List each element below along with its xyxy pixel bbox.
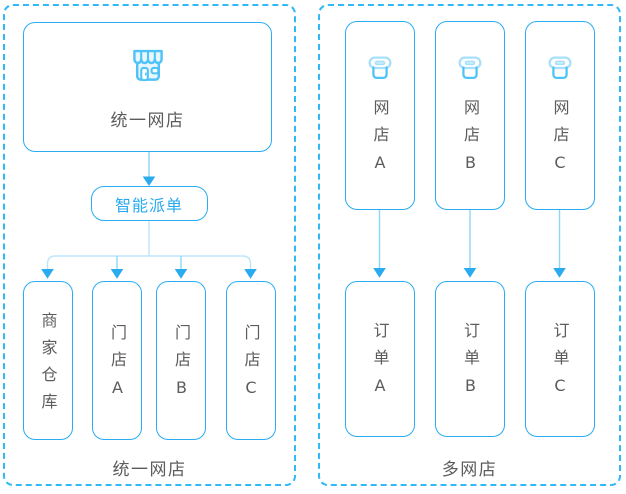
distributor-line (46, 255, 252, 270)
arrow-down-icon (174, 269, 188, 279)
store-c-label: 门店C (241, 323, 261, 408)
online-store-b-label: 网店B (461, 99, 480, 183)
smart-dispatch-label: 智能派单 (114, 195, 183, 215)
online-store-b-box: 网店B (435, 21, 505, 210)
store-a-label: 门店A (108, 323, 127, 408)
unified-store-label: 统一网店 (110, 110, 185, 131)
order-a-box: 订单A (344, 281, 415, 437)
arrow-down-icon (463, 268, 477, 278)
arrow-down-icon (244, 269, 257, 279)
store-b-box: 门店B (156, 281, 206, 440)
store-b-label: 门店B (172, 323, 191, 408)
arrow-down-icon (41, 269, 54, 279)
unified-store-panel: 统一网店 智能派单 商家仓库 门店A 门店B 门店C 统一网店 (3, 4, 296, 486)
online-store-a-label: 网店A (370, 99, 390, 183)
order-c-box: 订单C (524, 281, 595, 437)
arrow-down-icon (553, 268, 566, 278)
order-b-box: 订单B (435, 281, 505, 437)
shop-icon (453, 52, 487, 88)
storefront-icon (125, 44, 171, 93)
order-b-label: 订单B (461, 322, 480, 406)
merchant-warehouse-label: 商家仓库 (38, 311, 58, 420)
left-panel-caption: 统一网店 (112, 460, 187, 480)
online-store-a-box: 网店A (344, 21, 415, 210)
online-store-c-box: 网店C (524, 21, 595, 210)
shop-icon (363, 52, 397, 88)
arrow-down-icon (142, 176, 156, 186)
right-panel-caption: 多网店 (441, 460, 498, 480)
shop-icon (543, 52, 577, 88)
online-store-c-label: 网店C (550, 99, 570, 183)
merchant-warehouse-box: 商家仓库 (22, 281, 73, 440)
smart-dispatch-box: 智能派单 (90, 186, 208, 221)
order-c-label: 订单C (550, 322, 570, 406)
store-a-box: 门店A (92, 281, 142, 440)
arrow-down-icon (110, 269, 124, 279)
store-c-box: 门店C (225, 281, 276, 440)
multi-store-panel: 网店A 网店B 网店C 订单A (318, 4, 621, 486)
unified-store-box: 统一网店 (23, 22, 272, 152)
order-a-label: 订单A (370, 322, 390, 406)
arrow-down-icon (373, 268, 386, 278)
